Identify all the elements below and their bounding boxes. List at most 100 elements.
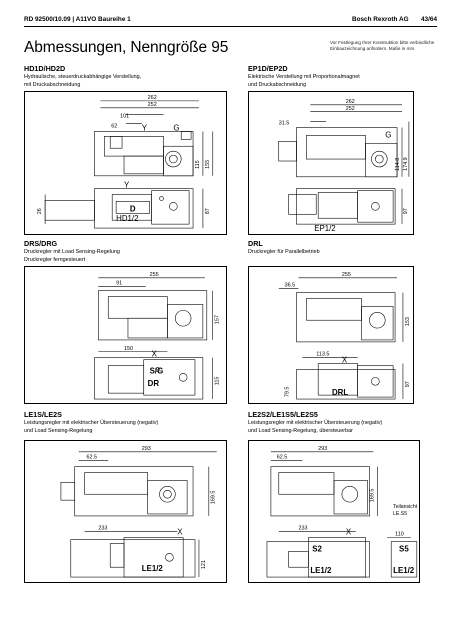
dim-115: 115 [215,377,221,386]
port-g-label: G [173,123,179,132]
desc-line: mit Druckabschneidung [24,82,81,88]
dim-121: 121 [201,560,207,569]
dim-79-5: 79.5 [285,387,291,398]
drawing-ep: 262 252 31.5 G 114.8 174.9 97 EP1/2 [248,91,414,235]
controller-label: LE1/2 [310,566,332,575]
dim-91: 91 [116,281,122,287]
port-g-label: G [385,130,391,139]
desc-line: und Load Sensing-Regelung, übersteuerbar [248,428,353,434]
dim-262: 262 [148,95,157,101]
dim-233: 233 [98,526,107,532]
dim-115: 115 [195,160,201,169]
section-title-drs: DRS/DRG [24,239,58,248]
section-title-le2s: LE2S2/LE1S5/LE2S5 [248,410,318,419]
page-number: 43/64 [421,16,437,23]
drawing-le2s-svg: 293 62.5 169.5 233 X 110 S2 LE1/2 S5 LE1… [266,446,418,578]
drawing-le2s: 293 62.5 169.5 233 X 110 S2 LE1/2 S5 LE1… [248,440,420,583]
dim-101: 101 [120,114,129,120]
section-title-drl: DRL [248,239,263,248]
dim-62-5: 62.5 [277,455,288,461]
port-x-label: X [342,356,348,365]
dim-62-5: 62.5 [87,455,98,461]
dim-262: 262 [346,99,355,105]
drawing-le-svg: 293 62.5 169.5 233 X 121 LE1/2 [60,446,217,578]
desc-line: Druckregler für Parallelbetrieb [248,249,320,255]
dim-114-8: 114.8 [395,158,401,171]
side-view-line: LE.S5 [393,511,408,517]
dim-97: 97 [403,208,409,214]
port-dr-label: DR [148,379,160,388]
drawing-hd: 262 252 101 62 Y G 115 155 26 87 Y D HD1… [24,91,227,235]
desc-line: Leistungsregler mit elektrischer Überste… [248,420,383,426]
company-name: Bosch Rexroth AG [351,16,409,23]
desc-line: Druckregler mit Load Sensing-Regelung [24,249,120,255]
section-desc-le: Leistungsregler mit elektrischer Überste… [24,419,158,435]
port-x-label: X [346,528,352,537]
dim-36-5: 36.5 [285,283,296,289]
controller-label: EP1/2 [314,224,335,233]
drawing-hd-svg: 262 252 101 62 Y G 115 155 26 87 Y D HD1… [37,95,214,229]
port-x-label: X [177,528,183,537]
section-title-ep: EP1D/EP2D [248,64,288,73]
desc-line: und Druckabschneidung [248,82,307,88]
dim-252: 252 [148,102,157,108]
dim-87: 87 [205,208,211,214]
dim-150: 150 [124,346,133,352]
port-s5-label: S5 [399,544,409,553]
side-view-line: Teilansicht [393,504,418,510]
controller-label: DRL [332,388,348,397]
side-view-caption: Teilansicht LE.S5 [393,504,417,518]
port-s2-label: S2 [312,544,322,553]
port-d-label: D [130,204,136,213]
desc-line: und Load Sensing-Regelung [24,428,93,434]
dim-255: 255 [342,272,351,278]
dim-293: 293 [142,446,151,452]
section-title-le: LE1S/LE2S [24,410,62,419]
dim-110: 110 [395,532,404,538]
desc-line: Elektrische Verstellung mit Proportional… [248,74,360,80]
drawing-drl: 255 36.5 153 113.5 X 79.5 97 DRL [248,266,414,404]
drawing-drl-svg: 255 36.5 153 113.5 X 79.5 97 DRL [278,272,411,400]
dim-169-5: 169.5 [369,489,375,503]
drawing-drs: 255 91 157 150 X 115 S/G DR [24,266,227,404]
dim-255: 255 [150,272,159,278]
dim-293: 293 [318,446,327,452]
desc-line: Druckregler ferngesteuert [24,257,86,263]
page-header: RD 92500/10.09 | A11VO Baureihe 1 Bosch … [24,14,437,27]
dim-169-5: 169.5 [211,491,217,505]
dim-26: 26 [37,208,43,214]
controller-label: HD1/2 [116,214,138,223]
dim-174-9: 174.9 [403,157,409,171]
port-sg-label: S/G [150,366,164,375]
header-rule [24,26,437,27]
section-desc-hd: Hydraulische, steuerdruckabhängige Verst… [24,73,141,89]
drawing-ep-svg: 262 252 31.5 G 114.8 174.9 97 EP1/2 [278,99,410,233]
dim-62: 62 [111,124,117,130]
section-desc-ep: Elektrische Verstellung mit Proportional… [248,73,360,89]
drawing-note: Vor Festlegung Ihrer Konstruktion bitte … [330,40,435,51]
drawing-drs-svg: 255 91 157 150 X 115 S/G DR [94,272,221,400]
section-title-hd: HD1D/HD2D [24,64,66,73]
dim-155: 155 [205,160,211,169]
dim-233: 233 [299,526,308,532]
drawing-le: 293 62.5 169.5 233 X 121 LE1/2 [24,440,227,583]
port-x-label: X [152,350,158,359]
dim-153: 153 [405,317,411,326]
dim-157: 157 [215,315,221,324]
port-y-label: Y [142,123,148,132]
section-desc-drs: Druckregler mit Load Sensing-Regelung Dr… [24,248,120,264]
document-reference: RD 92500/10.09 | A11VO Baureihe 1 [24,16,131,23]
dim-252: 252 [346,106,355,112]
side-controller-label: LE1/2 [393,566,415,575]
desc-line: Hydraulische, steuerdruckabhängige Verst… [24,74,142,80]
dim-31-5: 31.5 [279,121,290,127]
header-right: Bosch Rexroth AG 43/64 [352,16,437,23]
port-y-lower-label: Y [124,181,130,190]
controller-label: LE1/2 [142,564,164,573]
page-title: Abmessungen, Nenngröße 95 [24,39,229,56]
dim-97: 97 [405,381,411,387]
dim-113-5: 113.5 [316,352,329,358]
section-desc-le2s: Leistungsregler mit elektrischer Überste… [248,419,382,435]
section-desc-drl: Druckregler für Parallelbetrieb [248,248,320,256]
desc-line: Leistungsregler mit elektrischer Überste… [24,420,159,426]
